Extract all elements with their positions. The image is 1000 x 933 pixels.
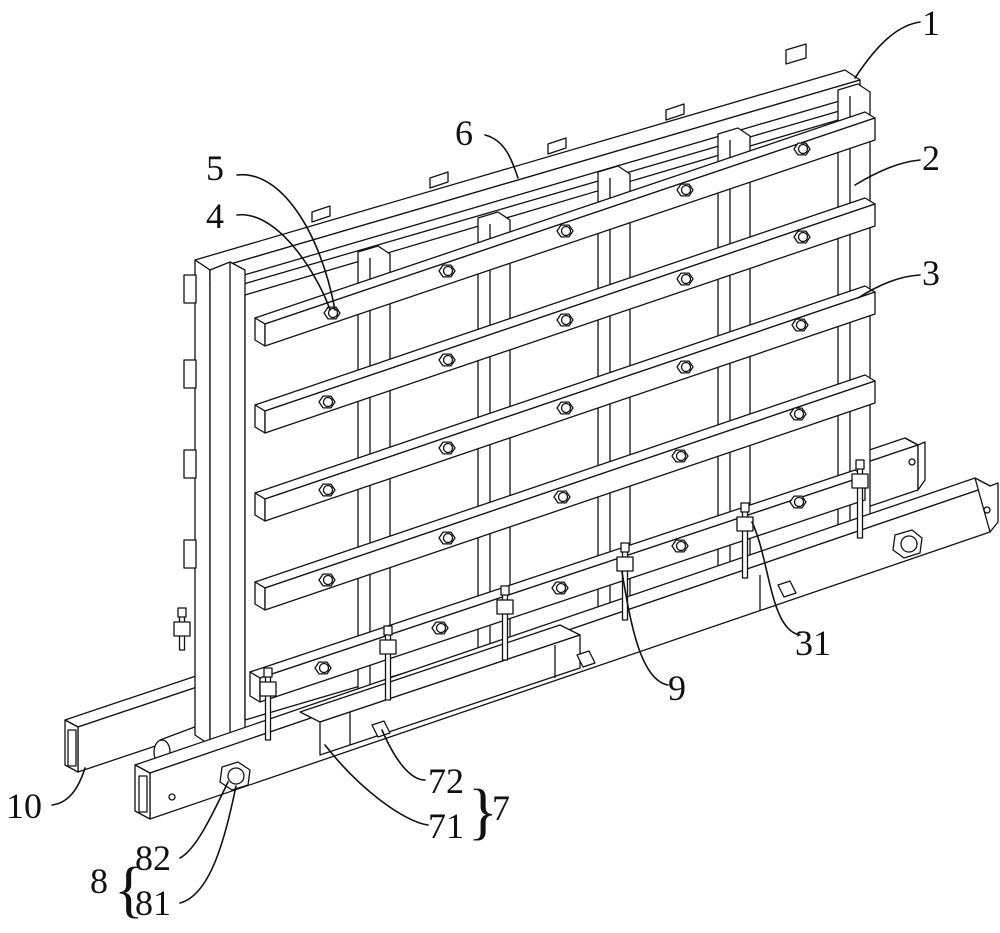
- label-9: 9: [668, 668, 686, 708]
- label-7: 7: [492, 788, 510, 828]
- support-rod: [736, 502, 754, 579]
- label-81: 81: [135, 883, 171, 923]
- hex-bolt-icon: [553, 490, 571, 504]
- rod-bracket: [616, 556, 634, 572]
- brace-7: }: [468, 778, 498, 846]
- reference-labels: 1 2 3 6 5 4 31 9 72 71 } 7 10 82 81 { 8: [6, 3, 940, 924]
- label-2: 2: [922, 138, 940, 178]
- hex-bolt-icon: [323, 306, 341, 320]
- support-rod: [259, 667, 277, 741]
- label-3: 3: [922, 253, 940, 293]
- hex-bolt-icon: [438, 531, 456, 545]
- hex-bolt-icon: [438, 441, 456, 455]
- hex-bolt-icon: [556, 401, 574, 415]
- label-31: 31: [795, 623, 831, 663]
- label-5: 5: [206, 148, 224, 188]
- support-rods: [173, 459, 869, 741]
- label-71: 71: [428, 806, 464, 846]
- rail-studs: [371, 580, 797, 738]
- support-rod: [496, 585, 514, 661]
- hex-bolt-icon: [676, 360, 694, 374]
- hex-bolt-icon: [556, 224, 574, 238]
- hex-bolt-icon: [318, 483, 336, 497]
- hex-bolt-icon: [556, 313, 574, 327]
- rod-bracket: [851, 473, 869, 489]
- label-1: 1: [922, 3, 940, 43]
- label-82: 82: [135, 838, 171, 878]
- label-6: 6: [455, 113, 473, 153]
- rod-bracket: [736, 516, 754, 532]
- hex-bolt-icon: [438, 353, 456, 367]
- rod-bracket: [496, 599, 514, 615]
- support-rod: [851, 459, 869, 539]
- support-rod: [616, 542, 634, 621]
- brace-8: {: [114, 856, 144, 924]
- waler-4: [254, 374, 876, 611]
- hex-bolt-icon: [431, 621, 449, 635]
- rod-bracket: [173, 621, 191, 637]
- hex-bolt-icon: [318, 573, 336, 587]
- hex-bolt-icon: [318, 395, 336, 409]
- hex-bolt-icon: [789, 407, 807, 421]
- hex-bolt-icon: [793, 142, 811, 156]
- adjusting-nut-rear: [892, 529, 923, 559]
- front-base-rail: [134, 477, 999, 820]
- bolts: [314, 142, 811, 675]
- hex-bolt-icon: [789, 495, 807, 509]
- hex-bolt-icon: [791, 318, 809, 332]
- rod-bracket: [379, 639, 397, 655]
- label-8: 8: [90, 861, 108, 901]
- rod-bracket: [259, 681, 277, 697]
- hex-bolt-icon: [438, 264, 456, 278]
- hex-bolt-icon: [671, 449, 689, 463]
- leader-lines: [51, 21, 921, 904]
- hex-bolt-icon: [551, 581, 569, 595]
- support-rod: [379, 625, 397, 701]
- hex-bolt-icon: [671, 539, 689, 553]
- label-72: 72: [428, 761, 464, 801]
- hex-bolt-icon: [676, 272, 694, 286]
- support-rod: [173, 607, 191, 651]
- hex-bolt-icon: [314, 661, 332, 675]
- label-10: 10: [6, 786, 42, 826]
- label-4: 4: [206, 196, 224, 236]
- hex-bolt-icon: [793, 230, 811, 244]
- hex-bolt-icon: [676, 183, 694, 197]
